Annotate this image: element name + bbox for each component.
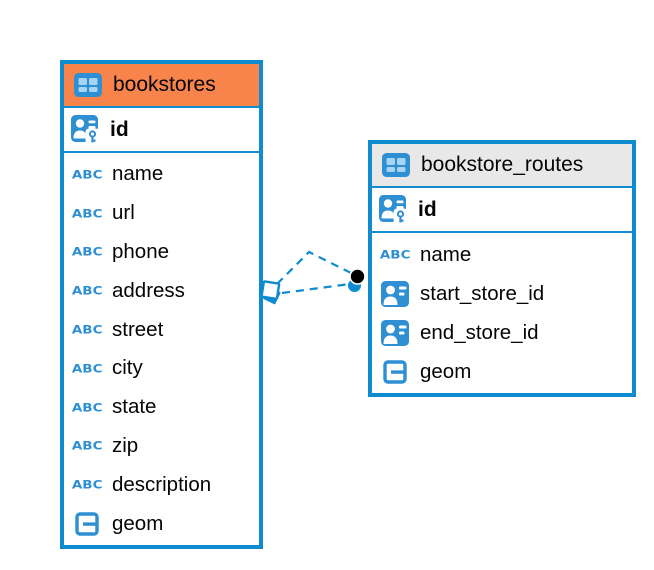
column-row[interactable]: end_store_id	[372, 313, 632, 352]
column-label: id	[418, 197, 437, 221]
column-label: url	[112, 201, 135, 225]
table-icon	[72, 73, 104, 97]
primary-key-row[interactable]: id	[64, 108, 259, 153]
column-row[interactable]: ABC name	[372, 235, 632, 274]
column-label: name	[112, 162, 164, 186]
column-label: phone	[112, 239, 170, 263]
column-label: geom	[420, 359, 472, 383]
table-icon	[380, 153, 412, 177]
column-row[interactable]: ABC description	[64, 465, 259, 505]
table-bookstore-routes[interactable]: bookstore_routes id ABC name start_store…	[368, 140, 636, 397]
column-row[interactable]: geom	[64, 504, 259, 543]
column-row[interactable]: ABC name	[64, 155, 259, 194]
columns-section: ABC name ABC url ABC phone ABC address A…	[64, 153, 259, 545]
text-type-icon: ABC	[71, 477, 103, 492]
column-label: street	[112, 317, 164, 341]
reference-type-icon	[379, 281, 411, 307]
geometry-type-icon	[71, 512, 103, 536]
text-type-icon: ABC	[71, 245, 103, 259]
text-type-icon: ABC	[71, 361, 103, 376]
table-bookstores[interactable]: bookstores id ABC name ABC url ABC phone…	[60, 60, 263, 549]
column-row[interactable]: ABC url	[64, 193, 259, 233]
columns-section: ABC name start_store_id end_store_id geo…	[372, 233, 632, 393]
reference-type-icon	[379, 320, 411, 346]
column-row[interactable]: ABC state	[64, 387, 259, 427]
person-key-icon	[378, 195, 410, 224]
text-type-icon: ABC	[71, 283, 103, 298]
text-type-icon: ABC	[71, 206, 103, 221]
column-row[interactable]: ABC city	[64, 348, 259, 388]
relationship-source-diamond-marker[interactable]	[260, 280, 281, 305]
column-row[interactable]: start_store_id	[372, 274, 632, 313]
table-header-bookstores[interactable]: bookstores	[64, 64, 259, 108]
text-type-icon: ABC	[71, 400, 103, 415]
column-label: address	[112, 278, 185, 302]
relationship-target-circle-marker[interactable]	[348, 268, 366, 292]
relationship-line[interactable]	[276, 250, 354, 285]
primary-key-row[interactable]: id	[372, 188, 632, 233]
column-row[interactable]: ABC phone	[64, 232, 259, 272]
table-header-bookstore-routes[interactable]: bookstore_routes	[372, 144, 632, 188]
column-label: start_store_id	[420, 281, 545, 305]
text-type-icon: ABC	[379, 247, 411, 262]
column-row[interactable]: geom	[372, 352, 632, 391]
table-title: bookstores	[113, 73, 216, 96]
column-row[interactable]: ABC zip	[64, 426, 259, 466]
column-label: id	[110, 117, 129, 141]
column-label: end_store_id	[420, 320, 539, 344]
column-label: name	[420, 242, 472, 266]
column-label: city	[112, 356, 143, 380]
column-label: zip	[112, 433, 139, 457]
text-type-icon: ABC	[71, 322, 103, 337]
person-key-icon	[70, 115, 102, 144]
text-type-icon: ABC	[71, 167, 103, 182]
column-label: geom	[112, 511, 164, 535]
column-label: state	[112, 395, 157, 419]
table-title: bookstore_routes	[421, 153, 584, 176]
column-row[interactable]: ABC street	[64, 310, 259, 349]
text-type-icon: ABC	[71, 439, 103, 453]
column-label: description	[112, 472, 212, 496]
column-row[interactable]: ABC address	[64, 271, 259, 311]
geometry-type-icon	[379, 360, 411, 384]
relationship-line[interactable]	[281, 282, 351, 295]
